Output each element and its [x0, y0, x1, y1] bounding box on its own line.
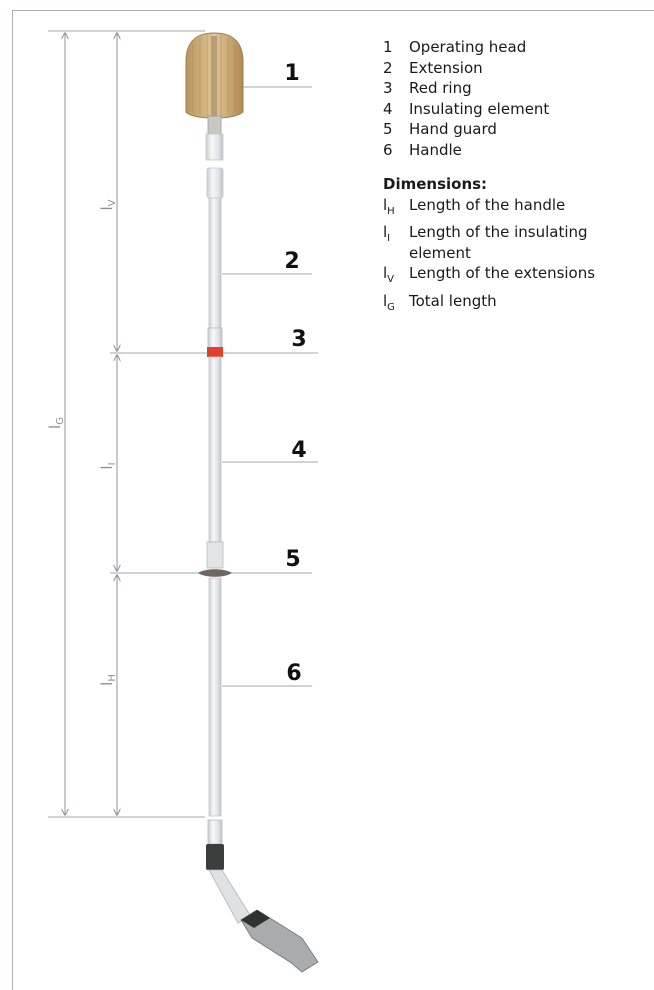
head-tube-stub: [205, 133, 224, 161]
legend-label: Hand guard: [409, 120, 497, 138]
legend-item: 2 Extension: [383, 58, 629, 79]
dim-label-extensions: lV: [98, 199, 118, 210]
head-connector: [207, 115, 222, 135]
dimension-symbol: lG: [383, 291, 395, 313]
callout-2: 2: [284, 249, 299, 274]
legend-number: 5: [383, 120, 393, 138]
dim-label-total: lG: [46, 417, 66, 429]
callout-6: 6: [286, 661, 301, 686]
legend-number: 6: [383, 140, 393, 159]
hose-nozzle-dark: [241, 910, 270, 928]
legend-label: Extension: [409, 58, 483, 77]
dimension-label: Length of the insulating element: [409, 223, 588, 262]
legend-number: 3: [383, 79, 393, 97]
callout-leaders: [222, 86, 318, 687]
legend-label: Insulating element: [409, 99, 550, 118]
operating-head: [185, 32, 244, 161]
handle-tube: [208, 577, 222, 817]
legend-item: 3 Red ring: [383, 78, 629, 99]
legend-item: 5 Hand guard: [383, 119, 629, 140]
handle: [206, 577, 319, 973]
dimension-arrows: [65, 33, 117, 815]
dimension-label: Length of the handle: [409, 195, 566, 214]
legend-item: 6 Handle: [383, 140, 629, 161]
angled-hose-segment: [208, 869, 251, 924]
dimension-item: lH Length of the handle: [383, 195, 629, 223]
dimension-item: lG Total length: [383, 291, 629, 319]
insulating-element: [206, 356, 224, 569]
callout-1: 1: [284, 61, 299, 86]
extension: [206, 167, 224, 349]
legend-label: Operating head: [409, 38, 527, 56]
handle-end-coupler: [207, 819, 223, 845]
dimension-item: lV Length of the extensions: [383, 263, 629, 291]
legend-label: Red ring: [409, 79, 472, 97]
callout-5: 5: [285, 547, 300, 572]
dimension-label: Length of the extensions: [409, 264, 596, 282]
extension-tube: [208, 197, 222, 329]
brush-core: [211, 36, 217, 116]
legend-number: 2: [383, 58, 393, 77]
dim-label-insulating: lI: [98, 462, 118, 469]
dimension-symbol: lI: [383, 223, 391, 244]
frame-left-border: [12, 10, 13, 990]
callout-4: 4: [291, 438, 306, 463]
dimension-symbol: lV: [383, 264, 395, 285]
dimension-label: Total length: [409, 291, 497, 310]
hand-guard: [198, 569, 232, 577]
dimension-symbol: lH: [383, 195, 395, 217]
legend: 1 Operating head 2 Extension 3 Red ring …: [383, 37, 629, 318]
red-ring: [207, 347, 223, 357]
legend-number: 1: [383, 38, 393, 56]
grip-connector: [206, 844, 224, 870]
legend-number: 4: [383, 99, 393, 118]
extension-joint: [207, 327, 223, 349]
dimensions-title: Dimensions:: [383, 175, 488, 193]
legend-item: 4 Insulating element: [383, 99, 629, 120]
legend-item: 1 Operating head: [383, 37, 629, 58]
dimension-item: lI Length of the insulating element: [383, 222, 629, 263]
insulating-tube: [208, 356, 222, 543]
insulating-sleeve: [206, 541, 224, 569]
frame-top-border: [12, 10, 654, 11]
extension-coupler: [206, 167, 224, 199]
legend-label: Handle: [409, 140, 462, 159]
dim-label-handle: lH: [98, 674, 118, 686]
reference-lines: [48, 30, 318, 818]
callout-3: 3: [291, 327, 306, 352]
